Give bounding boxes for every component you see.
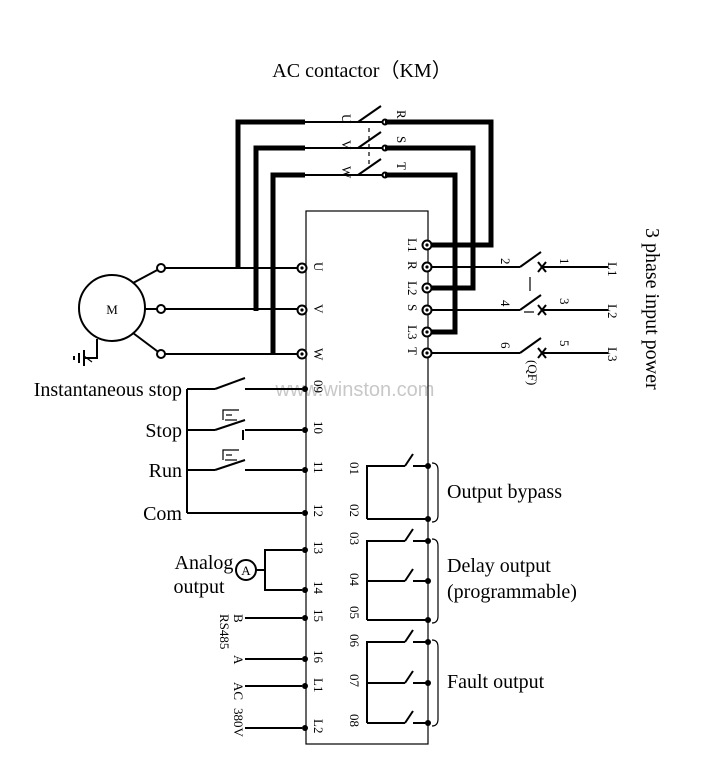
term-s: S xyxy=(405,304,420,311)
term-12: 12 xyxy=(311,504,326,517)
breaker-label: (QF) xyxy=(525,360,540,385)
breaker-num-4: 4 xyxy=(498,300,513,307)
contactor-u: U xyxy=(339,114,354,124)
contactor-w: W xyxy=(339,166,354,179)
line-l3: L3 xyxy=(605,347,620,361)
label-ac: AC xyxy=(231,682,246,700)
contactor-title: AC contactor（KM） xyxy=(272,59,451,82)
label-stop: Stop xyxy=(145,420,182,442)
relay-01: 01 xyxy=(347,462,362,475)
analog-meter: A xyxy=(235,549,302,591)
contactor-t: T xyxy=(394,162,409,170)
term-l2: L2 xyxy=(405,281,420,295)
breaker-num-6: 6 xyxy=(498,342,513,349)
label-analog: Analog xyxy=(175,552,234,574)
label-output-bypass: Output bypass xyxy=(447,481,562,503)
contactor-s: S xyxy=(394,136,409,143)
label-b: B xyxy=(231,614,246,623)
term-l1-ctrl: L1 xyxy=(311,678,326,692)
soft-starter-right-terminals: L1 R L2 S L3 T xyxy=(405,238,433,359)
label-fault-output: Fault output xyxy=(447,671,545,693)
relay-04: 04 xyxy=(347,573,362,587)
soft-starter-left-terminals xyxy=(296,262,308,731)
watermark: www.winston.com xyxy=(275,379,435,401)
ac-contactor: U V W R S T xyxy=(305,105,409,179)
label-run: Run xyxy=(149,460,182,482)
term-10: 10 xyxy=(311,421,326,434)
label-380v: 380V xyxy=(231,708,246,738)
term-09: 09 xyxy=(311,380,326,393)
breaker-qf: 2 1 4 3 6 5 (QF) L1 L2 L3 xyxy=(431,251,620,385)
term-l2-ctrl: L2 xyxy=(311,719,326,733)
term-w: W xyxy=(311,348,326,361)
relay-07: 07 xyxy=(347,674,362,688)
label-analog-output: output xyxy=(173,576,225,598)
breaker-num-5: 5 xyxy=(557,340,572,347)
label-instantaneous-stop: Instantaneous stop xyxy=(34,379,182,401)
relay-08: 08 xyxy=(347,714,362,727)
term-l1: L1 xyxy=(405,238,420,252)
motor: M xyxy=(73,263,301,366)
contactor-v: V xyxy=(339,140,354,150)
relay-03: 03 xyxy=(347,532,362,545)
contactor-r: R xyxy=(394,110,409,119)
ammeter-label: A xyxy=(241,563,251,578)
term-u: U xyxy=(311,262,326,272)
term-14: 14 xyxy=(311,581,326,595)
output-brackets xyxy=(431,462,439,727)
label-a: A xyxy=(231,655,246,665)
ground-icon xyxy=(83,355,93,363)
label-delay-output: Delay output xyxy=(447,555,551,577)
power-label: 3 phase input power xyxy=(641,228,663,390)
term-13: 13 xyxy=(311,541,326,554)
motor-label: M xyxy=(106,302,118,317)
term-t: T xyxy=(405,347,420,355)
breaker-num-1: 1 xyxy=(557,258,572,265)
relay-02: 02 xyxy=(347,504,362,517)
relay-outputs xyxy=(366,453,431,726)
bypass-wiring xyxy=(235,119,494,354)
label-com: Com xyxy=(143,503,182,525)
relay-terminal-labels: 01 02 03 04 05 06 07 08 xyxy=(347,462,362,727)
control-inputs xyxy=(186,377,302,514)
label-programmable: (programmable) xyxy=(447,581,577,603)
line-l1: L1 xyxy=(605,262,620,276)
line-l2: L2 xyxy=(605,304,620,318)
term-16: 16 xyxy=(311,650,326,664)
term-15: 15 xyxy=(311,609,326,622)
breaker-num-3: 3 xyxy=(557,298,572,305)
term-v: V xyxy=(311,304,326,314)
label-rs485: RS485 xyxy=(217,614,232,649)
term-l3: L3 xyxy=(405,325,420,339)
term-11: 11 xyxy=(311,461,326,474)
breaker-num-2: 2 xyxy=(498,258,513,265)
left-terminal-labels: U V W 09 10 11 12 13 14 15 16 L1 L2 xyxy=(311,262,326,733)
relay-06: 06 xyxy=(347,634,362,648)
comm-lines: B RS485 A AC 380V xyxy=(217,614,302,738)
term-r: R xyxy=(405,261,420,270)
soft-starter-box xyxy=(305,210,429,745)
relay-05: 05 xyxy=(347,606,362,619)
